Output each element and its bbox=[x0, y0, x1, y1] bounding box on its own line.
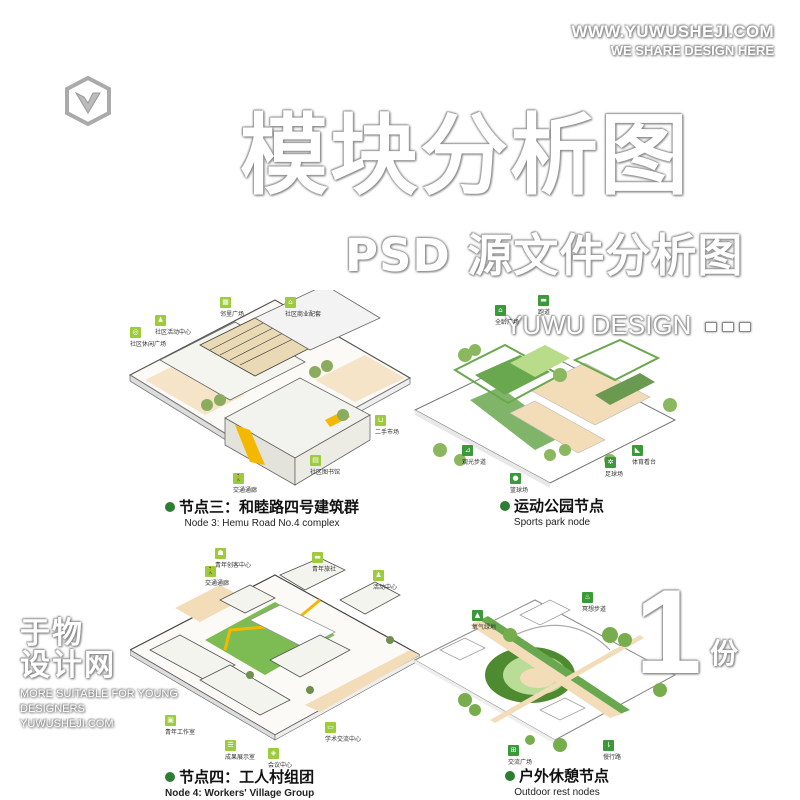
marker-traffic-corridor-2[interactable]: 🚶 交通通廊 bbox=[205, 566, 230, 587]
activity-icon: ♟ bbox=[155, 315, 166, 326]
count-number: 1 bbox=[635, 565, 702, 699]
bullet-dot bbox=[500, 500, 510, 511]
page-title: 模块分析图 bbox=[240, 104, 691, 207]
design-tag: YUWU DESIGN bbox=[505, 310, 692, 340]
marker-community-activity[interactable]: ♟ 社区活动中心 bbox=[155, 315, 192, 336]
marker-activity-center[interactable]: ♟ 活动中心 bbox=[373, 570, 398, 591]
marker-all-age-plaza[interactable]: ⌂ 全龄广场 bbox=[495, 305, 520, 326]
marker-basketball[interactable]: ● 篮球场 bbox=[510, 473, 529, 494]
library-icon: ▤ bbox=[310, 455, 321, 466]
basketball-icon: ● bbox=[510, 473, 521, 484]
marker-traffic-corridor[interactable]: 🚶 交通通廊 bbox=[233, 473, 258, 494]
plaza-icon: ⌂ bbox=[495, 305, 506, 316]
pedestrian-icon: 🚶 bbox=[233, 473, 244, 484]
marker-football[interactable]: ✲ 足球场 bbox=[605, 457, 624, 478]
brand-name-line2: 设计网 bbox=[20, 647, 116, 683]
marker-community-leisure[interactable]: ◎ 社区休闲广场 bbox=[130, 327, 167, 348]
cart-icon: ⊔ bbox=[375, 415, 386, 426]
plaza-icon: ▦ bbox=[220, 297, 231, 308]
panel-outdoor-rest: ▲ 氧气绿地 ♨ 冥想步道 ⊞ 交流广场 ⇂ 慢行路 户外休憩节点 Outdoo… bbox=[410, 580, 680, 800]
marker-youth-studio[interactable]: ▣ 青年工作室 bbox=[165, 715, 196, 736]
sports-park-isometric-illustration bbox=[413, 338, 677, 488]
panel-node4: ☗ 青年创客中心 🚶 交通通廊 ▬ 青年旅社 ♟ 活动中心 ▣ 青年工作室 ☰ … bbox=[130, 540, 420, 800]
walk-icon: ⊿ bbox=[462, 445, 473, 456]
commerce-icon: ⌂ bbox=[285, 297, 296, 308]
node3-isometric-illustration bbox=[128, 290, 412, 486]
conference-icon: ◈ bbox=[268, 748, 279, 759]
brand-name-line1: 于物 bbox=[20, 616, 84, 651]
hexagon-v-logo-icon bbox=[65, 75, 111, 127]
rest-caption: 户外休憩节点 Outdoor rest nodes bbox=[505, 765, 609, 798]
brand-url[interactable]: YUWUSHEJI.COM bbox=[20, 717, 114, 730]
marker-exhibition-room[interactable]: ☰ 成果展示室 bbox=[225, 740, 256, 761]
brand-slogan: MORE SUITABLE FOR YOUNG DESIGNERS YUWUSH… bbox=[20, 688, 178, 730]
page-subtitle: PSD 源文件分析图 bbox=[345, 229, 744, 282]
academic-icon: ▭ bbox=[325, 722, 336, 733]
panel-sports-park: ⌂ 全龄广场 ▬ 跑道 ⊿ 观光步道 ● 篮球场 ✲ 足球场 ◣ 体育看台 运动… bbox=[410, 295, 680, 528]
exhibit-icon: ☰ bbox=[225, 740, 236, 751]
football-icon: ✲ bbox=[605, 457, 616, 468]
marker-sports-stand[interactable]: ◣ 体育看台 bbox=[632, 445, 657, 466]
track-icon: ▬ bbox=[538, 295, 549, 306]
marker-sightseeing-walk[interactable]: ⊿ 观光步道 bbox=[462, 445, 487, 466]
site-branding: WWW.YUWUSHEJI.COM WE SHARE DESIGN HERE bbox=[572, 22, 774, 58]
exchange-icon: ⊞ bbox=[508, 745, 519, 756]
marker-second-hand-market[interactable]: ⊔ 二手市场 bbox=[375, 415, 400, 436]
studio-icon: ▣ bbox=[165, 715, 176, 726]
marker-youth-maker-center[interactable]: ☗ 青年创客中心 bbox=[215, 548, 252, 569]
site-tagline: WE SHARE DESIGN HERE bbox=[610, 43, 774, 58]
bullet-dot bbox=[505, 770, 515, 781]
bullet-dot bbox=[165, 501, 175, 512]
node4-caption: 节点四：工人村组团 Node 4: Workers' Village Group bbox=[165, 768, 315, 799]
pedestrian-icon: 🚶 bbox=[205, 566, 216, 577]
count-unit: 份 bbox=[710, 637, 739, 670]
maker-icon: ☗ bbox=[215, 548, 226, 559]
panel-node3: ◎ 社区休闲广场 ♟ 社区活动中心 ▦ 邻里广场 ⌂ 社区商业配套 ⊔ 二手市场… bbox=[125, 290, 415, 529]
marker-slow-road[interactable]: ⇂ 慢行路 bbox=[603, 740, 622, 761]
marker-academic-center[interactable]: ▭ 学术交流中心 bbox=[325, 722, 362, 743]
marker-conference-center[interactable]: ◈ 会议中心 bbox=[268, 748, 293, 769]
sports-caption: 运动公园节点 Sports park node bbox=[500, 495, 604, 528]
marker-oxygen-green[interactable]: ▲ 氧气绿地 bbox=[472, 610, 497, 631]
marker-youth-hostel[interactable]: ▬ 青年旅社 bbox=[312, 552, 337, 573]
marker-exchange-plaza[interactable]: ⊞ 交流广场 bbox=[508, 745, 533, 766]
marker-neighborhood-plaza[interactable]: ▦ 邻里广场 bbox=[220, 297, 245, 318]
marker-meditation-path[interactable]: ♨ 冥想步道 bbox=[582, 592, 607, 613]
stand-icon: ◣ bbox=[632, 445, 643, 456]
marker-community-commerce[interactable]: ⌂ 社区商业配套 bbox=[285, 297, 322, 318]
slow-road-icon: ⇂ bbox=[603, 740, 614, 751]
hostel-icon: ▬ bbox=[312, 552, 323, 563]
meditation-icon: ♨ bbox=[582, 592, 593, 603]
leisure-icon: ◎ bbox=[130, 327, 141, 338]
marker-community-library[interactable]: ▤ 社区图书馆 bbox=[310, 455, 341, 476]
node4-isometric-illustration bbox=[130, 557, 420, 741]
site-url[interactable]: WWW.YUWUSHEJI.COM bbox=[571, 22, 774, 41]
marker-track[interactable]: ▬ 跑道 bbox=[538, 295, 551, 316]
ellipsis-dots bbox=[705, 322, 751, 332]
brand-block: 于物 设计网 MORE SUITABLE FOR YOUNG DESIGNERS… bbox=[20, 618, 178, 732]
node3-caption: 节点三：和睦路四号建筑群 Node 3: Hemu Road No.4 comp… bbox=[165, 496, 359, 529]
activity-icon: ♟ bbox=[373, 570, 384, 581]
bullet-dot bbox=[165, 771, 176, 782]
outdoor-rest-isometric-illustration bbox=[413, 599, 677, 752]
oxygen-icon: ▲ bbox=[472, 610, 483, 621]
